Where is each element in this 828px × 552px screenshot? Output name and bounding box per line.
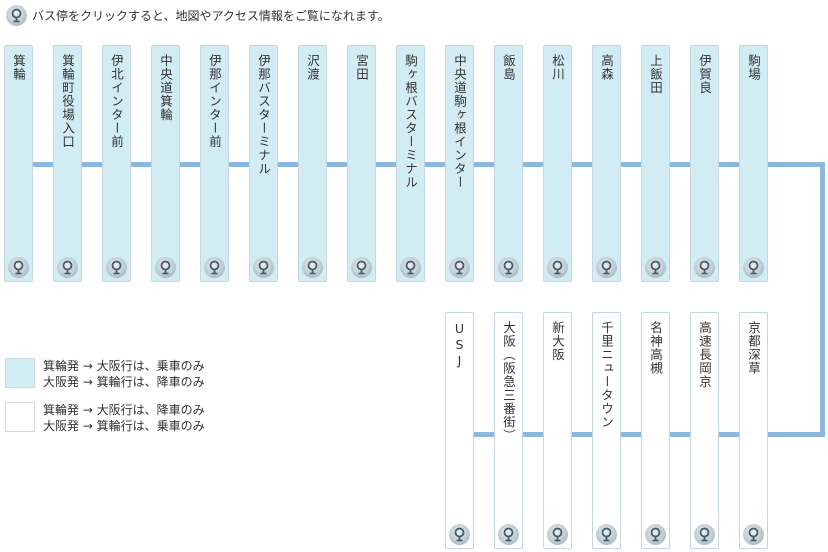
map-pin-icon[interactable] (106, 257, 127, 278)
bus-stop-name: 松川 (550, 54, 565, 81)
map-pin-icon[interactable] (400, 257, 421, 278)
map-pin-icon[interactable] (596, 524, 617, 545)
bus-stop-name: 駒場 (746, 54, 761, 81)
bus-stop[interactable]: 飯島 (494, 45, 523, 282)
bus-stop-name: 名神高槻 (648, 321, 663, 375)
bus-stop-name: 沢渡 (305, 54, 320, 81)
map-pin-icon[interactable] (351, 257, 372, 278)
bus-stop-name: 中央道箕輪 (158, 54, 173, 122)
bus-stop[interactable]: 中央道駒ヶ根インター (445, 45, 474, 282)
route-line-connector (820, 162, 825, 437)
map-pin-icon[interactable] (547, 257, 568, 278)
bus-stop[interactable]: 上飯田 (641, 45, 670, 282)
route-line-upper (30, 162, 825, 167)
map-pin-icon[interactable] (204, 257, 225, 278)
map-pin-icon[interactable] (743, 257, 764, 278)
bus-stop-name: USJ (452, 321, 467, 369)
map-pin-icon[interactable] (645, 257, 666, 278)
bus-stop-name: 駒ヶ根バスターミナル (403, 54, 418, 189)
legend-alighting-only: 箕輪発 → 大阪行は、降車のみ 大阪発 → 箕輪行は、乗車のみ (43, 402, 205, 434)
bus-stop[interactable]: 箕輪町役場入口 (53, 45, 82, 282)
legend-line: 大阪発 → 箕輪行は、乗車のみ (43, 419, 205, 433)
bus-stop-name: 伊賀良 (697, 54, 712, 95)
map-pin-icon[interactable] (645, 524, 666, 545)
map-pin-icon[interactable] (498, 257, 519, 278)
bus-stop[interactable]: 伊賀良 (690, 45, 719, 282)
legend-line: 箕輪発 → 大阪行は、降車のみ (43, 403, 205, 417)
bus-stop-name: 京都深草 (746, 321, 761, 375)
map-pin-icon[interactable] (743, 524, 764, 545)
bus-stop-name: 上飯田 (648, 54, 663, 95)
map-pin-icon[interactable] (253, 257, 274, 278)
bus-stop[interactable]: 駒ヶ根バスターミナル (396, 45, 425, 282)
bus-stop-name: 飯島 (501, 54, 516, 81)
bus-stop-name: 高森 (599, 54, 614, 81)
map-pin-icon[interactable] (302, 257, 323, 278)
map-pin-icon[interactable] (449, 257, 470, 278)
bus-stop[interactable]: 沢渡 (298, 45, 327, 282)
bus-stop[interactable]: 伊北インター前 (102, 45, 131, 282)
bus-stop-name: 高速長岡京 (697, 321, 712, 389)
bus-stop[interactable]: USJ (445, 312, 474, 549)
bus-stop-name: 大阪（阪急三番街） (501, 321, 516, 443)
map-pin-icon[interactable] (155, 257, 176, 278)
bus-stop[interactable]: 松川 (543, 45, 572, 282)
map-pin-icon[interactable] (57, 257, 78, 278)
map-pin-icon[interactable] (8, 257, 29, 278)
legend-line: 大阪発 → 箕輪行は、降車のみ (43, 375, 205, 389)
bus-stop-name: 伊那バスターミナル (256, 54, 271, 176)
bus-stop[interactable]: 伊那バスターミナル (249, 45, 278, 282)
bus-stop[interactable]: 駒場 (739, 45, 768, 282)
bus-stop[interactable]: 伊那インター前 (200, 45, 229, 282)
legend-boarding-only: 箕輪発 → 大阪行は、乗車のみ 大阪発 → 箕輪行は、降車のみ (43, 358, 205, 390)
bus-stop-name: 箕輪町役場入口 (60, 54, 75, 149)
bus-stop-name: 中央道駒ヶ根インター (452, 54, 467, 189)
map-pin-icon[interactable] (596, 257, 617, 278)
legend-line: 箕輪発 → 大阪行は、乗車のみ (43, 359, 205, 373)
map-pin-icon[interactable] (694, 257, 715, 278)
bus-stop-name: 伊那インター前 (207, 54, 222, 149)
bus-stop[interactable]: 名神高槻 (641, 312, 670, 549)
bus-stop[interactable]: 高森 (592, 45, 621, 282)
bus-stop-name: 宮田 (354, 54, 369, 81)
legend-swatch-alighting-only (5, 402, 35, 432)
bus-stop[interactable]: 京都深草 (739, 312, 768, 549)
instruction-header: バス停をクリックすると、地図やアクセス情報をご覧になれます。 (6, 4, 390, 26)
map-pin-icon[interactable] (547, 524, 568, 545)
bus-stop-name: 箕輪 (11, 54, 26, 81)
map-pin-icon[interactable] (449, 524, 470, 545)
bus-stop[interactable]: 千里ニュータウン (592, 312, 621, 549)
map-pin-icon[interactable] (498, 524, 519, 545)
legend-swatch-boarding-only (5, 358, 35, 388)
bus-stop[interactable]: 箕輪 (4, 45, 33, 282)
bus-stop[interactable]: 中央道箕輪 (151, 45, 180, 282)
bus-stop-name: 新大阪 (550, 321, 565, 362)
bus-stop[interactable]: 新大阪 (543, 312, 572, 549)
map-pin-icon (6, 4, 27, 26)
bus-stop-name: 千里ニュータウン (599, 321, 614, 429)
bus-stop[interactable]: 大阪（阪急三番街） (494, 312, 523, 549)
map-pin-icon[interactable] (694, 524, 715, 545)
bus-stop-name: 伊北インター前 (109, 54, 124, 149)
instruction-text: バス停をクリックすると、地図やアクセス情報をご覧になれます。 (32, 8, 390, 23)
bus-stop[interactable]: 高速長岡京 (690, 312, 719, 549)
bus-stop[interactable]: 宮田 (347, 45, 376, 282)
